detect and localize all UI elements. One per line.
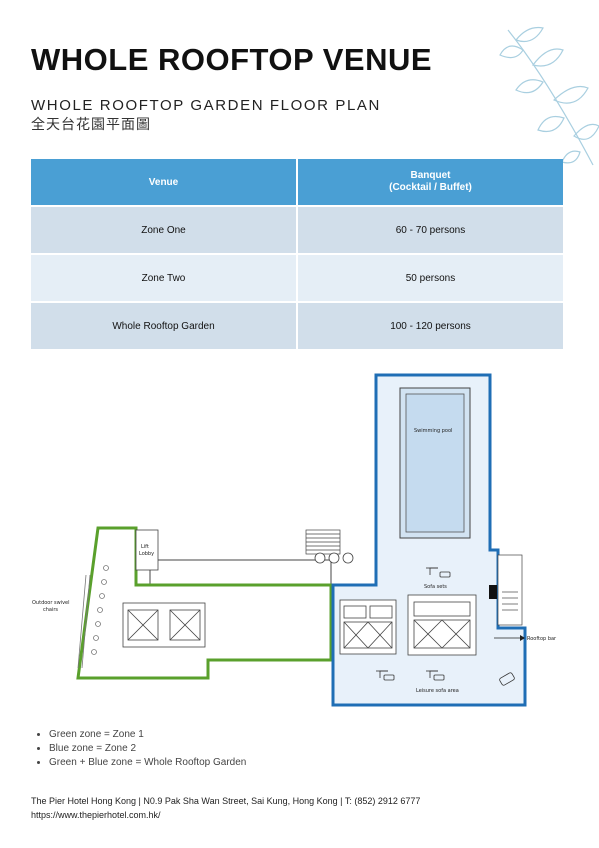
table-row: Zone Two 50 persons	[31, 253, 563, 302]
leaf-decoration-icon	[499, 26, 599, 166]
lift-lobby	[135, 529, 159, 571]
zone2-room-center	[407, 594, 477, 656]
page-subtitle-chinese: 全天台花園平面圖	[31, 117, 151, 133]
zone2-room-left	[339, 599, 397, 655]
outdoor-label-line2: chairs	[43, 607, 58, 613]
corridor	[149, 559, 332, 586]
lift-label-line2: Lobby	[139, 551, 154, 557]
zone2-outline	[331, 373, 527, 707]
stairs-icon	[305, 529, 341, 555]
table-row: Whole Rooftop Garden 100 - 120 persons	[31, 301, 563, 349]
zone-legend: Green zone = Zone 1 Blue zone = Zone 2 G…	[31, 728, 246, 770]
venue-cell: Zone One	[31, 205, 298, 254]
legend-item: Green + Blue zone = Whole Rooftop Garden	[49, 756, 246, 770]
rooftop-bar-label: Rooftop bar	[527, 636, 557, 642]
outdoor-label-line1: Outdoor swivel	[32, 600, 70, 606]
capacity-cell: 60 - 70 persons	[297, 205, 563, 254]
capacity-cell: 50 persons	[297, 253, 563, 302]
banquet-header-line1: Banquet	[410, 170, 451, 181]
leisure-sofa-icon	[376, 670, 515, 686]
venue-cell: Zone Two	[31, 253, 298, 302]
venue-cell: Whole Rooftop Garden	[31, 301, 298, 349]
page-subtitle: WHOLE ROOFTOP GARDEN FLOOR PLAN	[31, 97, 381, 114]
footer-address: The Pier Hotel Hong Kong | N0.9 Pak Sha …	[31, 796, 421, 806]
pool-label: Swimming pool	[414, 428, 452, 434]
sofa-label: Sofa sets	[424, 584, 447, 590]
footer-url[interactable]: https://www.thepierhotel.com.hk/	[31, 810, 161, 820]
column-header-banquet: Banquet (Cocktail / Buffet)	[297, 159, 563, 206]
legend-item: Green zone = Zone 1	[49, 728, 246, 742]
swivel-chairs-icon	[91, 565, 109, 655]
page-title: WHOLE ROOFTOP VENUE	[31, 42, 433, 77]
zone1-elevators-icon	[122, 602, 206, 648]
sofa-icon	[426, 567, 451, 578]
legend-item: Blue zone = Zone 2	[49, 742, 246, 756]
lift-label-line1: Lift	[141, 544, 149, 550]
right-stairs-icon	[497, 554, 523, 626]
circle-fixtures-icon	[314, 552, 354, 564]
floor-plan: Swimming pool Lift Lobby Outdoor swivel …	[32, 373, 557, 707]
capacity-table: Venue Banquet (Cocktail / Buffet) Zone O…	[31, 159, 563, 349]
leisure-label: Leisure sofa area	[416, 688, 459, 694]
bar-door	[489, 585, 497, 599]
capacity-cell: 100 - 120 persons	[297, 301, 563, 349]
column-header-venue: Venue	[31, 159, 298, 206]
arrow-head-icon	[520, 635, 525, 641]
table-row: Zone One 60 - 70 persons	[31, 205, 563, 254]
banquet-header-line2: (Cocktail / Buffet)	[389, 182, 472, 193]
